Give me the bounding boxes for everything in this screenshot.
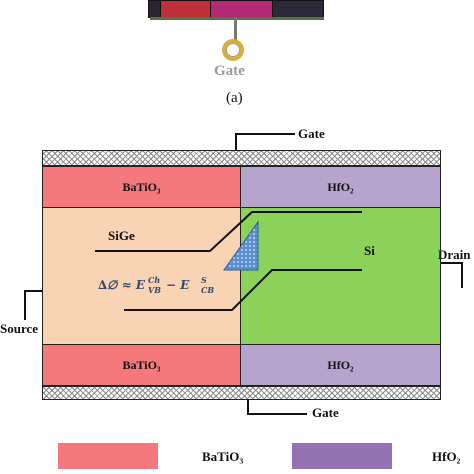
top-gate-electrode (42, 150, 441, 166)
top-hfo2-layer: HfO₂ (240, 166, 441, 208)
figure-a-caption: (a) (226, 90, 243, 106)
device-base-edge (150, 17, 324, 20)
bottom-hfo2-layer: HfO₂ (240, 344, 441, 386)
top-batio3-layer: BaTiO₃ (42, 166, 241, 208)
top-hfo2-label: HfO₂ (327, 179, 354, 194)
bottom-gate-electrode (42, 386, 441, 400)
svg-text:CB: CB (201, 285, 214, 295)
source-connector-tail (24, 314, 26, 320)
svg-text:S: S (201, 275, 207, 285)
figure-a-gate-label: Gate (214, 63, 245, 79)
gate-ring-icon (222, 39, 244, 61)
legend-hfo2-swatch (292, 443, 392, 469)
energy-offset-equation: ∆∅ ≈ E Ch VB − E S CB (98, 275, 214, 295)
svg-text:∆∅ ≈ E: ∆∅ ≈ E (98, 278, 146, 292)
top-gate-connector (235, 133, 295, 150)
sige-band-edge-line (95, 211, 362, 252)
top-batio3-label: BaTiO₃ (122, 179, 161, 194)
legend-batio3-swatch (58, 443, 158, 469)
svg-text:Ch: Ch (148, 275, 160, 285)
sige-label: SiGe (108, 228, 135, 243)
top-gate-label: Gate (298, 126, 325, 141)
bottom-batio3-label: BaTiO₃ (122, 357, 161, 372)
legend-hfo2-label: HfO₂ (432, 449, 461, 464)
gate-stem (234, 18, 237, 46)
si-band-edge-line (124, 269, 362, 311)
bottom-hfo2-label: HfO₂ (327, 357, 354, 372)
drain-connector (441, 262, 463, 288)
source-connector (24, 290, 42, 316)
svg-text:− E: − E (166, 278, 190, 292)
svg-text:VB: VB (148, 285, 161, 295)
si-region (240, 207, 441, 345)
tunneling-triangle (223, 220, 259, 271)
source-label: Source (0, 321, 39, 336)
si-label: Si (364, 243, 375, 258)
bottom-gate-label: Gate (312, 405, 339, 420)
bottom-batio3-layer: BaTiO₃ (42, 344, 241, 386)
legend-batio3-label: BaTiO₃ (202, 449, 244, 464)
drain-label: Drain (438, 247, 471, 262)
bottom-gate-connector (247, 400, 307, 415)
sige-region (42, 207, 241, 345)
